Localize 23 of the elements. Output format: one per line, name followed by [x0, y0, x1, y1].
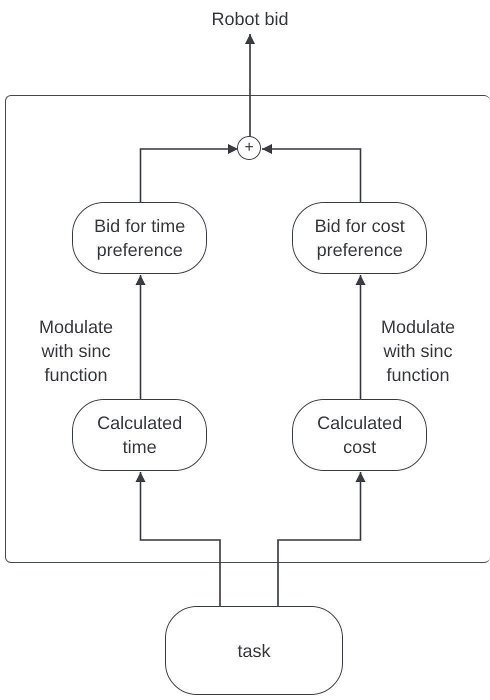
sum-junction — [237, 136, 262, 160]
arrow — [140, 144, 238, 203]
node-text: Calculated cost — [316, 412, 404, 460]
node-text: Robot bid — [211, 8, 289, 31]
arrow — [356, 275, 366, 400]
arrow — [262, 144, 362, 203]
arrow — [245, 34, 255, 137]
node-text: task — [237, 640, 270, 662]
node-text: Bid for cost preference — [314, 215, 406, 262]
edge-label: Modulate with sinc function — [380, 316, 456, 387]
arrow — [136, 275, 146, 400]
edge-label: Modulate with sinc function — [38, 316, 114, 387]
node-text: Calculated time — [96, 412, 184, 460]
terminal-box — [165, 606, 343, 695]
process-box — [292, 399, 428, 472]
plus-sign: + — [244, 138, 254, 158]
arrow — [136, 472, 221, 606]
process-box — [292, 202, 428, 274]
node-text: Bid for time preference — [93, 215, 186, 262]
arrow — [277, 472, 366, 606]
container-frame — [5, 95, 490, 563]
process-box — [72, 202, 208, 274]
process-box — [72, 399, 208, 472]
